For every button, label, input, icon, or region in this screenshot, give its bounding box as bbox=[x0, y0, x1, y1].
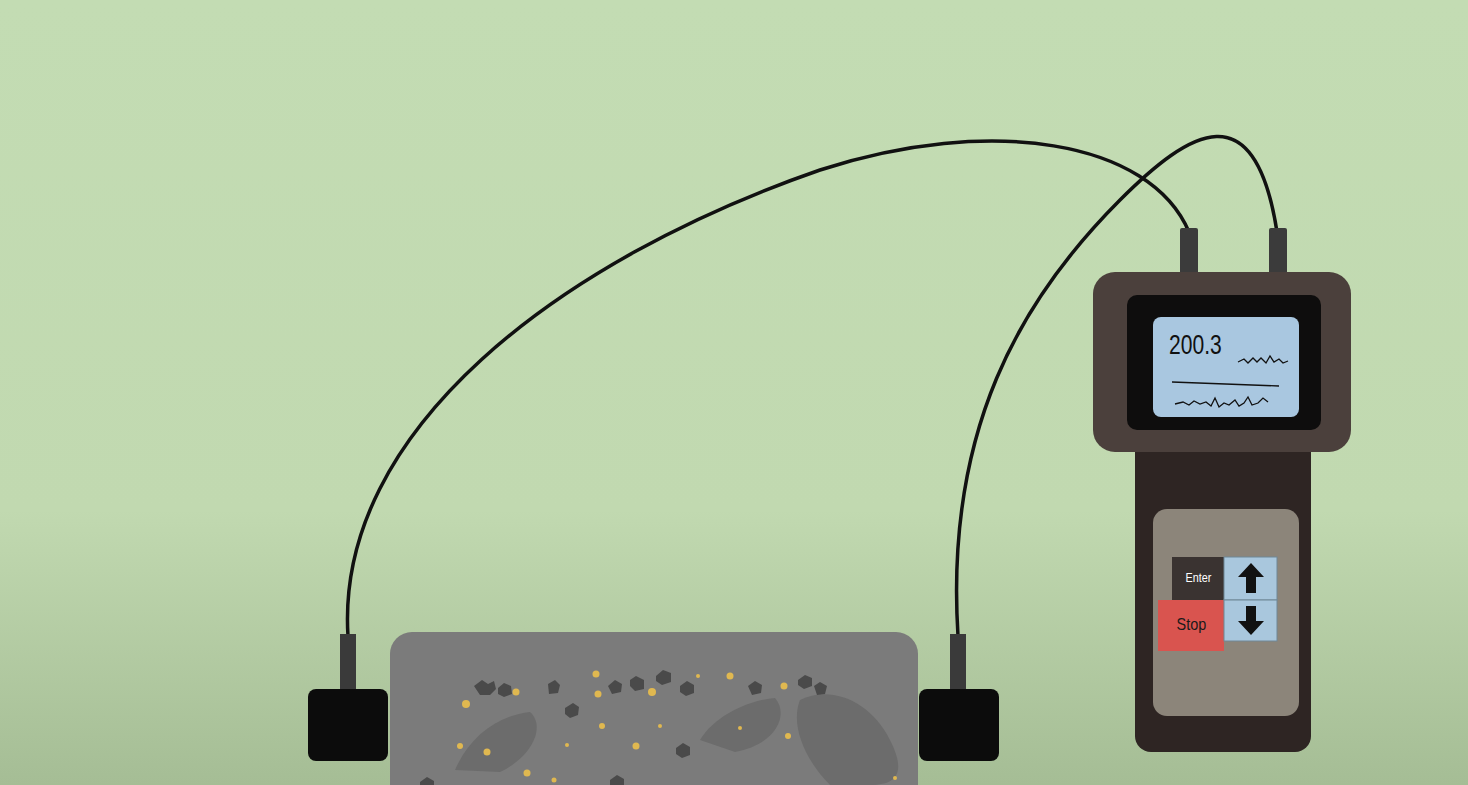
transducer bbox=[919, 634, 999, 761]
pulse-velocity-meter bbox=[1093, 228, 1351, 752]
lcd-screen: 200.3 bbox=[1153, 317, 1299, 417]
arrow-button bbox=[1224, 600, 1277, 641]
stop-button: Stop bbox=[1158, 600, 1224, 651]
concrete-specimen bbox=[390, 632, 918, 785]
waveform bbox=[1172, 356, 1288, 407]
node-text: 200.3 bbox=[1169, 331, 1222, 361]
enter-button: Enter bbox=[1172, 557, 1224, 600]
transducer bbox=[308, 634, 388, 761]
node-text: Stop bbox=[1176, 616, 1206, 635]
node-text: Enter bbox=[1185, 572, 1211, 585]
arrow-button bbox=[1224, 557, 1277, 600]
transducer-cable bbox=[347, 141, 1189, 636]
